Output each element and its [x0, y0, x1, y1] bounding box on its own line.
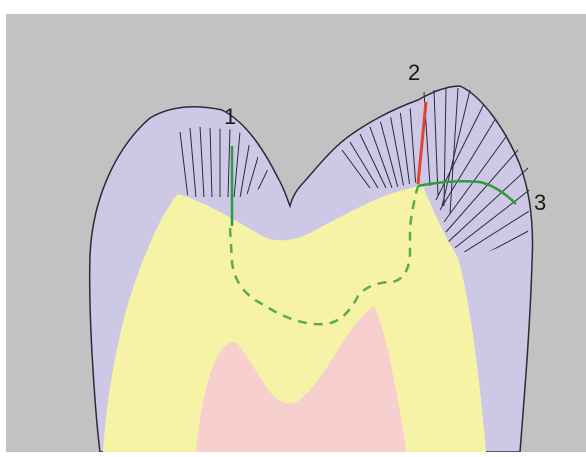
top-margin — [0, 0, 586, 14]
label-2: 2 — [408, 60, 420, 85]
label-3: 3 — [534, 190, 546, 215]
label-1: 1 — [224, 104, 236, 129]
left-margin — [0, 0, 6, 452]
